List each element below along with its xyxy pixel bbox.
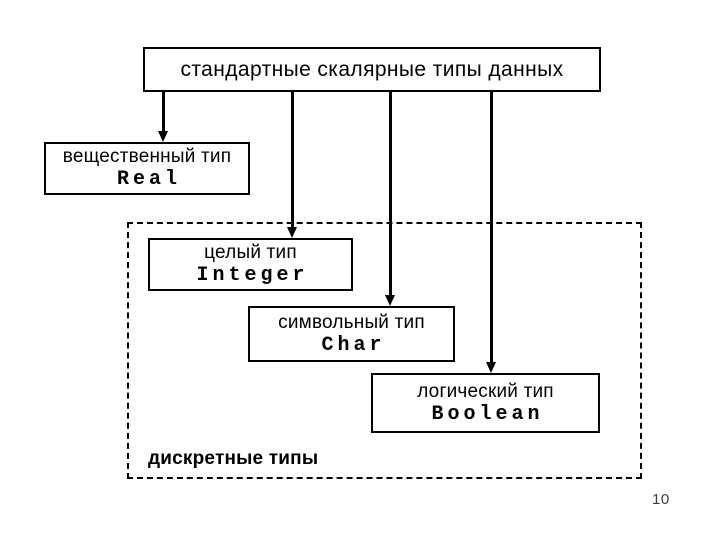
arrow-shaft	[290, 92, 294, 227]
arrow-title-to-boolean	[486, 92, 496, 373]
arrow-title-to-char	[385, 92, 395, 306]
node-real: вещественный тип Real	[44, 142, 250, 195]
node-integer-type-name: Integer	[196, 264, 309, 287]
arrow-down-icon	[158, 131, 168, 142]
node-boolean: логический тип Boolean	[371, 373, 600, 433]
node-real-type-name: Real	[116, 168, 181, 191]
node-char-type-name: Char	[321, 333, 386, 357]
arrow-shaft	[388, 92, 392, 295]
page-number: 10	[652, 491, 670, 508]
arrow-down-icon	[287, 227, 297, 238]
node-boolean-type-name: Boolean	[431, 402, 544, 426]
node-char-label: символьный тип	[278, 311, 425, 333]
diagram-title: стандартные скалярные типы данных	[180, 57, 564, 81]
arrow-shaft	[161, 92, 165, 131]
discrete-types-label: дискретные типы	[148, 448, 319, 469]
arrow-down-icon	[486, 362, 496, 373]
arrow-title-to-integer	[287, 92, 297, 238]
arrow-down-icon	[385, 295, 395, 306]
discrete-types-group-box: дискретные типы	[127, 222, 642, 479]
diagram-title-box: стандартные скалярные типы данных	[143, 47, 601, 92]
arrow-shaft	[489, 92, 493, 362]
node-integer: целый тип Integer	[148, 238, 353, 291]
node-integer-label: целый тип	[204, 242, 297, 263]
arrow-title-to-real	[158, 92, 168, 142]
node-boolean-label: логический тип	[417, 380, 554, 402]
node-real-label: вещественный тип	[62, 146, 232, 167]
node-char: символьный тип Char	[248, 306, 455, 362]
